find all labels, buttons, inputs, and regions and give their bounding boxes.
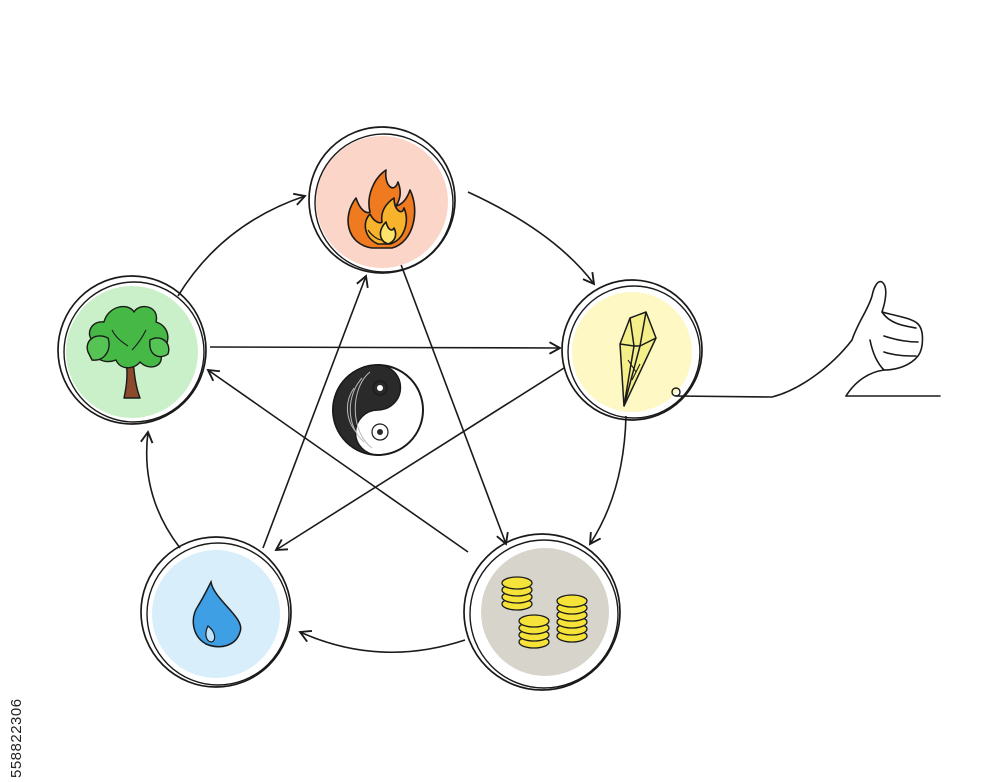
wood-node	[57, 275, 207, 425]
crystal-icon	[619, 311, 657, 407]
arrow-metal-to-earth	[588, 415, 627, 546]
metal-node	[561, 279, 703, 421]
stock-id-label: 558822306	[8, 698, 25, 778]
arrow-wood-to-metal	[209, 341, 562, 355]
tree-icon	[86, 305, 170, 399]
arrow-water-to-wood	[140, 430, 181, 549]
cycle-arrows	[140, 191, 627, 654]
arrow-earth-to-water	[298, 630, 466, 654]
earth-node-fill	[481, 548, 609, 676]
water-node	[140, 536, 292, 688]
flame-icon	[347, 169, 416, 249]
fire-node	[308, 126, 456, 274]
water-drop-icon	[192, 579, 242, 648]
arrow-metal-to-water	[274, 367, 565, 552]
arrow-wood-to-fire	[177, 192, 307, 297]
earth-node	[463, 533, 621, 691]
arrow-fire-to-metal	[467, 191, 596, 286]
star-arrows	[206, 261, 565, 553]
yin-yang-icon	[332, 364, 424, 456]
coins-icon	[501, 576, 588, 649]
arrow-fire-to-earth	[399, 261, 509, 546]
thumbs-up-hand-icon	[671, 280, 941, 398]
arrow-water-to-fire	[262, 274, 369, 549]
arrow-earth-to-wood	[206, 368, 469, 553]
